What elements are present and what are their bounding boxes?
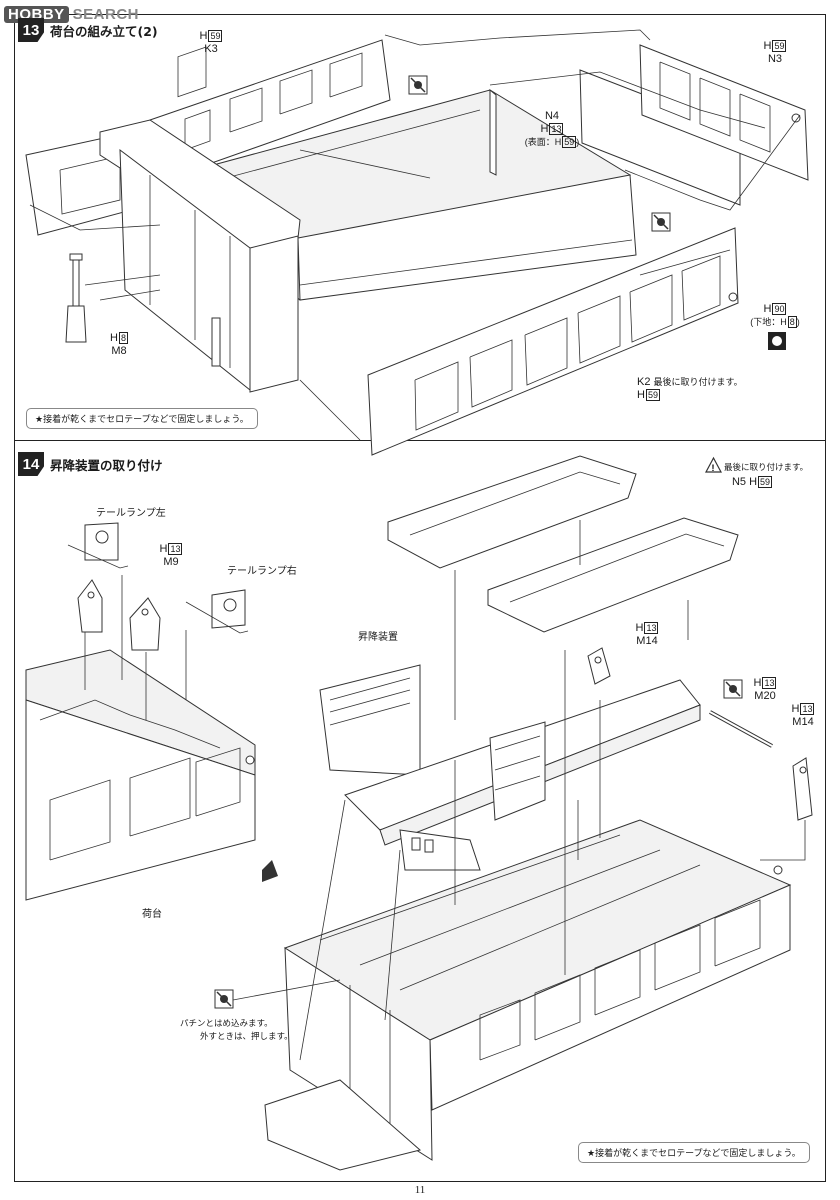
direction-arrow-icon (262, 860, 278, 882)
m14-bracket-b (792, 757, 813, 821)
page-frame (14, 14, 826, 1182)
m14-bracket-a (587, 647, 611, 685)
step14-number: 14 (18, 452, 44, 476)
k2-panel (367, 227, 739, 456)
step13-number: 13 (18, 18, 44, 42)
n3-pin (791, 113, 801, 123)
snap-note-line1: パチンとはめ込みます。 (180, 1019, 273, 1029)
m9-bracket-a (77, 579, 103, 633)
shovel-m8 (65, 253, 87, 343)
tail-lamp-left-label: テールランプ左 (96, 508, 166, 519)
page-number: 11 (414, 1184, 426, 1196)
lift-device-label: 昇降装置 (358, 632, 398, 643)
right-bed (264, 650, 806, 1171)
step14-tip: ★接着が乾くまでセロテープなどで固定しましょう。 (578, 1142, 810, 1163)
tail-lamp-right (185, 589, 249, 634)
n5-tray-lower (487, 517, 739, 633)
snap-note-line2: 外すときは、押します。 (200, 1032, 293, 1042)
warning-triangle-icon: ! (704, 456, 723, 473)
lift-device (319, 664, 701, 871)
no-glue-icon (723, 679, 743, 699)
step14-illustration: ! (25, 455, 813, 1171)
k2-pin (728, 292, 738, 302)
tailgate-post (489, 88, 497, 176)
n3-panel (639, 44, 809, 181)
n5-tray-upper (387, 455, 637, 569)
no-glue-icon (651, 212, 671, 232)
cab-guard-side (249, 235, 299, 393)
two-tone-marker-icon (768, 332, 786, 350)
no-glue-icon (214, 989, 234, 1009)
tail-lamp-left (67, 522, 129, 569)
bed-label: 荷台 (142, 909, 162, 920)
watermark-text: SEARCH (72, 5, 140, 23)
bed-inner-wall (297, 174, 637, 301)
left-bed (25, 575, 256, 901)
m9-bracket-b (129, 597, 161, 651)
no-glue-icon (408, 75, 428, 95)
svg-text:!: ! (712, 463, 715, 473)
step13-illustration (25, 29, 809, 456)
step14-title: 昇降装置の取り付け (50, 458, 163, 473)
cab-guard-leg (211, 317, 221, 367)
section-divider (14, 440, 826, 441)
step13-tip: ★接着が乾くまでセロテープなどで固定しましょう。 (26, 408, 258, 429)
tail-lamp-right-label: テールランプ右 (227, 566, 297, 577)
step13-title: 荷台の組み立て(2) (50, 24, 158, 39)
caution-note: 最後に取り付けます。 (724, 463, 809, 473)
